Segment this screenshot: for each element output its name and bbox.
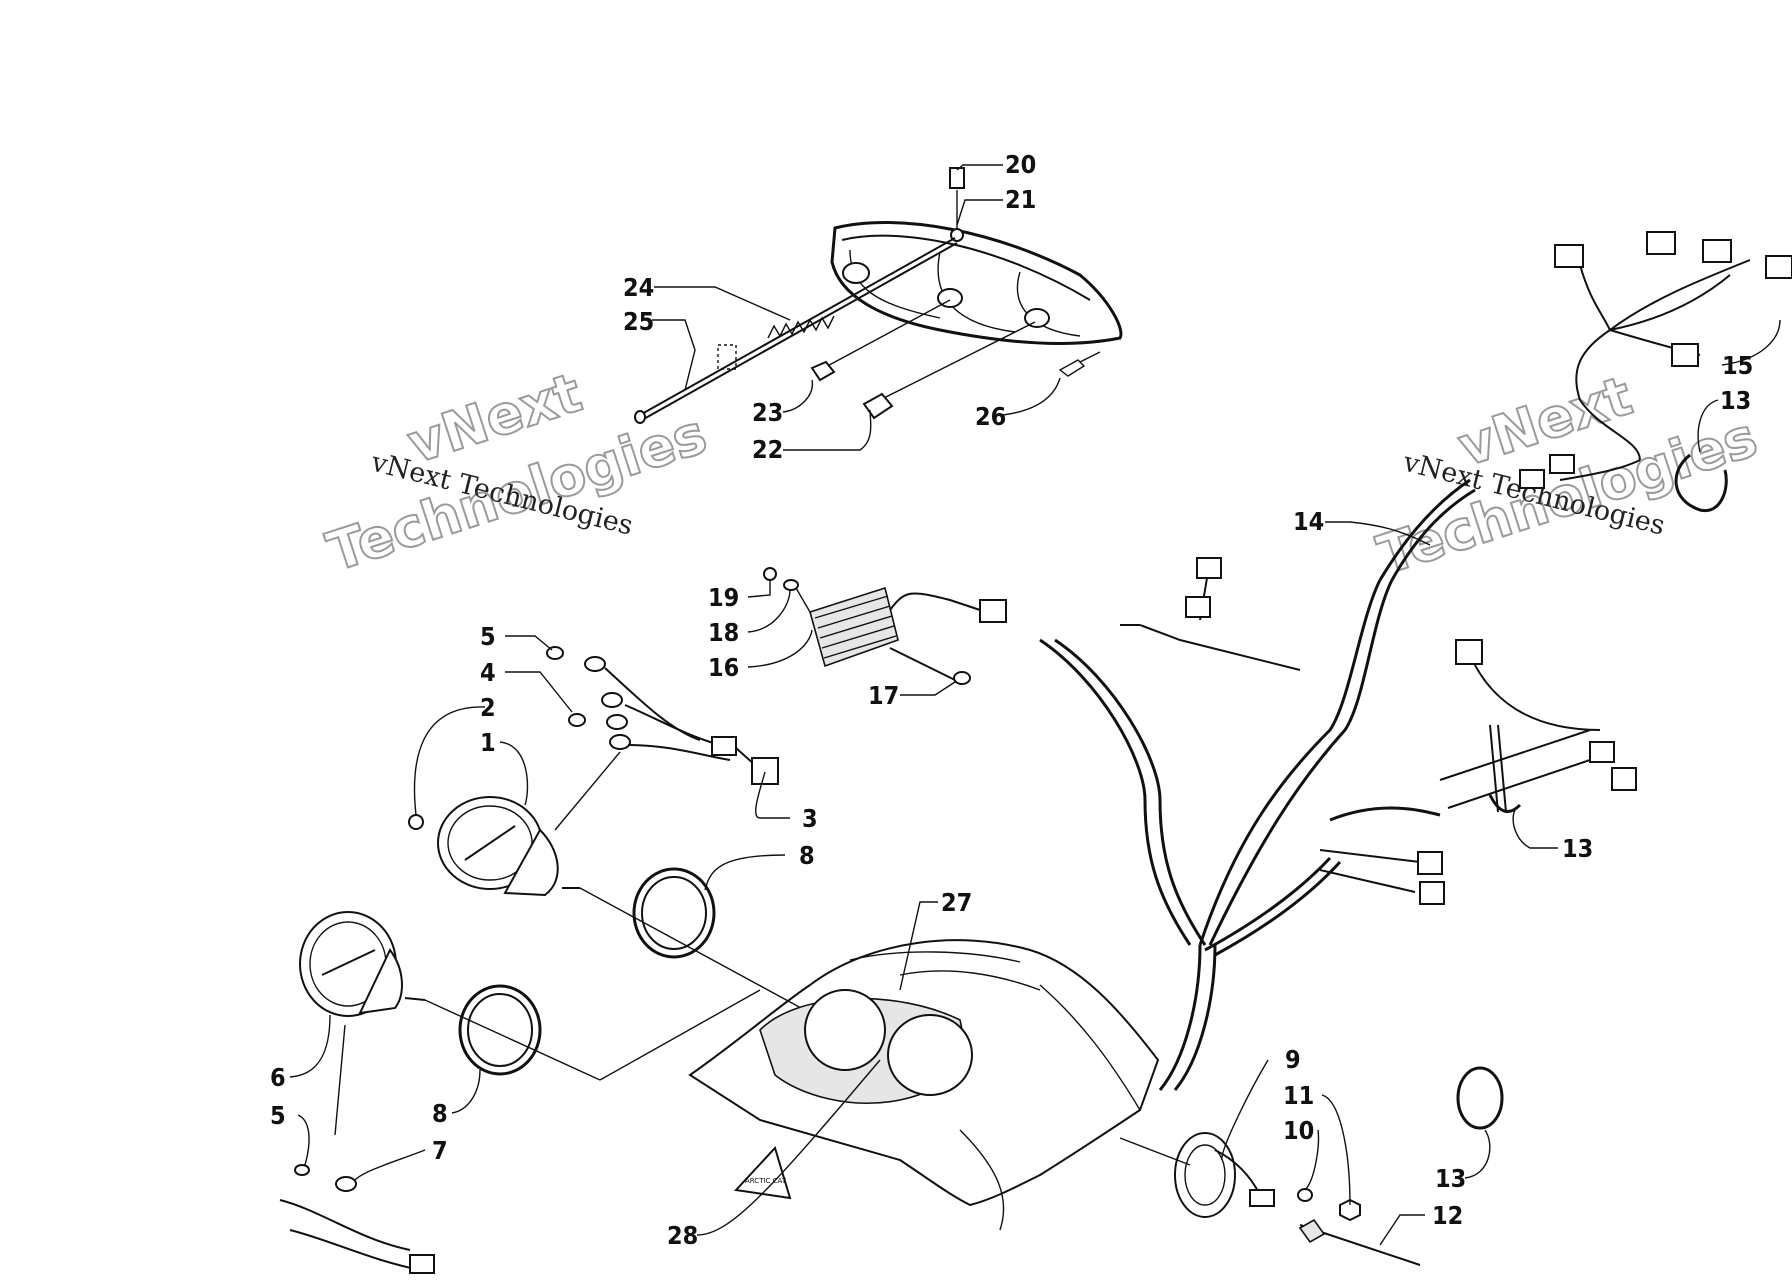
callout-19: 19 — [708, 583, 739, 612]
voltage-regulator — [763, 567, 1007, 685]
wiring-harness — [1039, 478, 1637, 1091]
callout-10: 10 — [1283, 1116, 1314, 1145]
callout-6: 6 — [270, 1063, 286, 1092]
callout-1: 1 — [480, 728, 496, 757]
callout-20: 20 — [1005, 150, 1036, 179]
callout-26: 26 — [975, 402, 1006, 431]
tachometer — [408, 646, 779, 897]
callout-9: 9 — [1285, 1045, 1301, 1074]
leader-lines — [289, 164, 1781, 1246]
callout-8-bottom: 8 — [432, 1099, 448, 1128]
callout-21: 21 — [1005, 185, 1036, 214]
callout-24: 24 — [623, 273, 654, 302]
callout-15: 15 — [1722, 351, 1753, 380]
callout-23: 23 — [752, 398, 783, 427]
callout-5-top: 5 — [480, 622, 496, 651]
dash-panel — [688, 939, 1160, 1231]
sticker-label: ARCTIC CAT — [745, 1177, 787, 1185]
callout-5-bottom: 5 — [270, 1101, 286, 1130]
callout-28: 28 — [667, 1221, 698, 1250]
callout-14: 14 — [1293, 507, 1324, 536]
ignition-switch — [1119, 794, 1522, 1266]
upper-harness — [1519, 231, 1792, 513]
callout-22: 22 — [752, 435, 783, 464]
callout-17: 17 — [868, 681, 899, 710]
clip-icon — [949, 167, 965, 189]
watermark-left: vNext Technologies — [319, 360, 715, 585]
callout-13-top: 13 — [1720, 386, 1751, 415]
callout-2: 2 — [480, 693, 496, 722]
callout-4: 4 — [480, 658, 496, 687]
callout-8-top: 8 — [799, 841, 815, 870]
callout-13-middle: 13 — [1562, 834, 1593, 863]
callout-11: 11 — [1283, 1081, 1314, 1110]
callout-7: 7 — [432, 1136, 448, 1165]
callout-labels: 20 21 24 25 23 22 26 19 18 16 17 5 4 2 1… — [270, 150, 1753, 1250]
callout-3: 3 — [802, 804, 818, 833]
callout-13-bottom: 13 — [1435, 1164, 1466, 1193]
speedometer — [279, 911, 435, 1274]
callout-27: 27 — [941, 888, 972, 917]
callout-18: 18 — [708, 618, 739, 647]
callout-16: 16 — [708, 653, 739, 682]
headlight-assembly — [634, 167, 1123, 424]
callout-12: 12 — [1432, 1201, 1463, 1230]
gauge-bezels — [424, 867, 861, 1081]
callout-25: 25 — [623, 307, 654, 336]
